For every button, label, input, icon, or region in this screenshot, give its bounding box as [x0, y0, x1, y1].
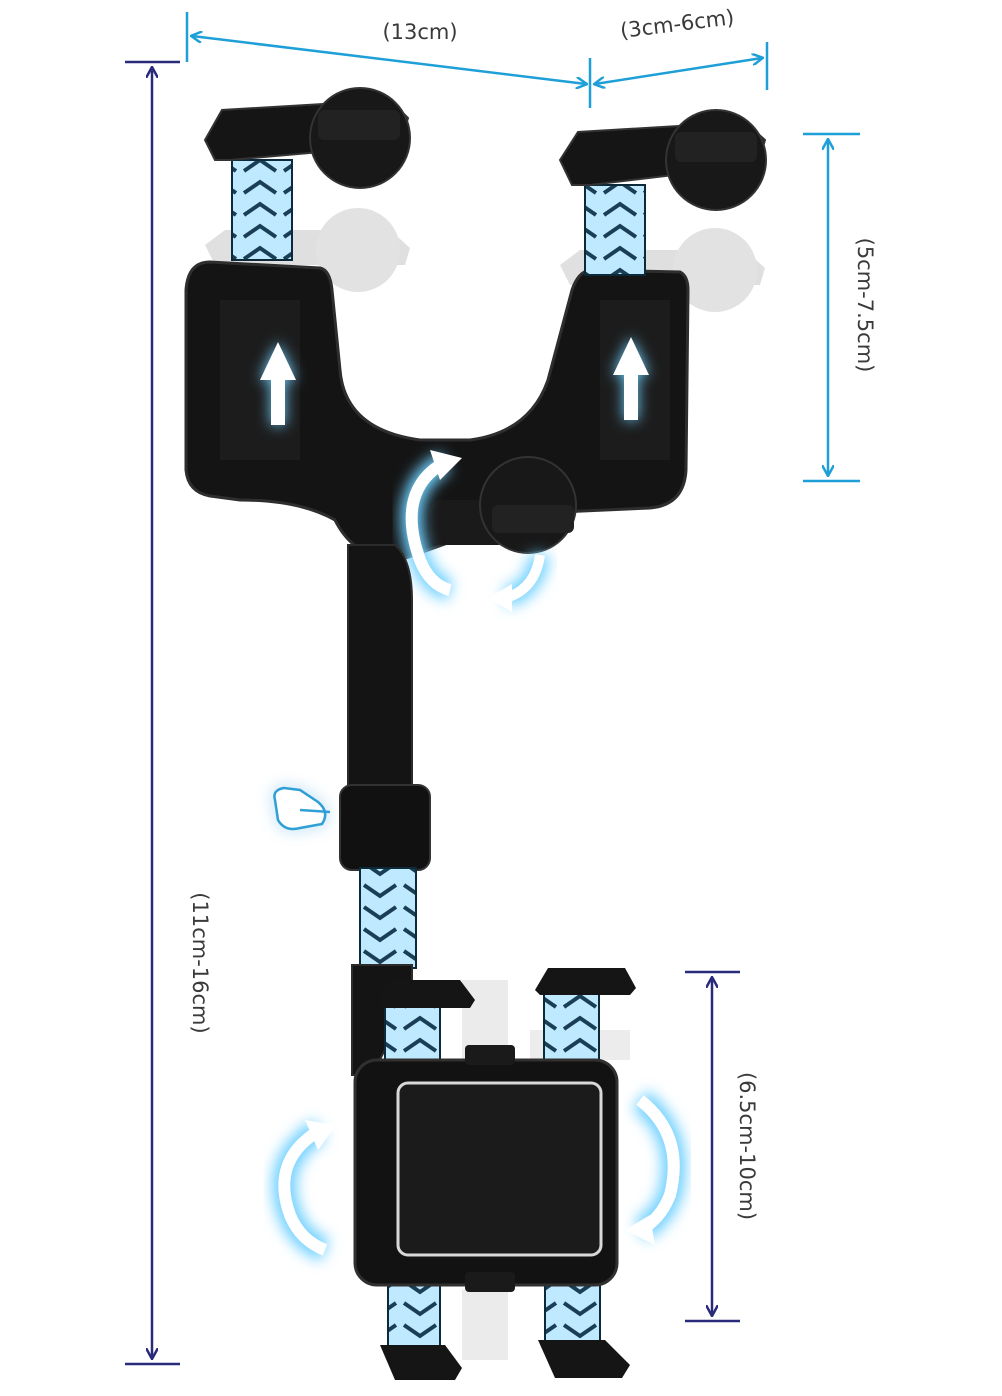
- rotate-arrow-icon: [400, 450, 462, 601]
- ball-joint-knob: [430, 456, 577, 554]
- up-arrow-icon: [260, 342, 296, 425]
- label-total-length: (11cm-16cm): [188, 892, 212, 1033]
- label-clip-width: (3cm-6cm): [619, 5, 736, 43]
- ghost-mirror-clips: [205, 208, 765, 312]
- telescopic-arm: [339, 544, 431, 1076]
- pointing-hand-icon: [272, 786, 331, 831]
- rotate-arrow-icon: [625, 1090, 686, 1245]
- clamp-arm-lower-left: [380, 1279, 462, 1380]
- clamp-face-plate: [396, 1081, 603, 1257]
- up-arrow-icon: [613, 337, 649, 420]
- clip-width-arrow: [595, 58, 762, 84]
- arm-extension-rail: [359, 867, 417, 969]
- slide-rail-left: [231, 159, 293, 261]
- arm-lock-collar: [339, 784, 431, 871]
- mirror-clip-right: [558, 109, 767, 276]
- width-arrow: [192, 36, 586, 84]
- rotate-arrow-icon: [272, 1119, 336, 1262]
- label-clip-height: (5cm-7.5cm): [853, 238, 877, 373]
- label-phone-range: (6.5cm-10cm): [735, 1072, 759, 1220]
- clamp-arm-lower-right: [538, 1274, 630, 1378]
- dimension-lines: [125, 12, 860, 1366]
- phone-clamp: [353, 968, 636, 1380]
- rotate-arrow-icon: [488, 553, 550, 612]
- mirror-clip-left: [203, 87, 411, 261]
- slide-rail-right: [584, 184, 646, 276]
- label-clamp-width: (13cm): [382, 20, 457, 44]
